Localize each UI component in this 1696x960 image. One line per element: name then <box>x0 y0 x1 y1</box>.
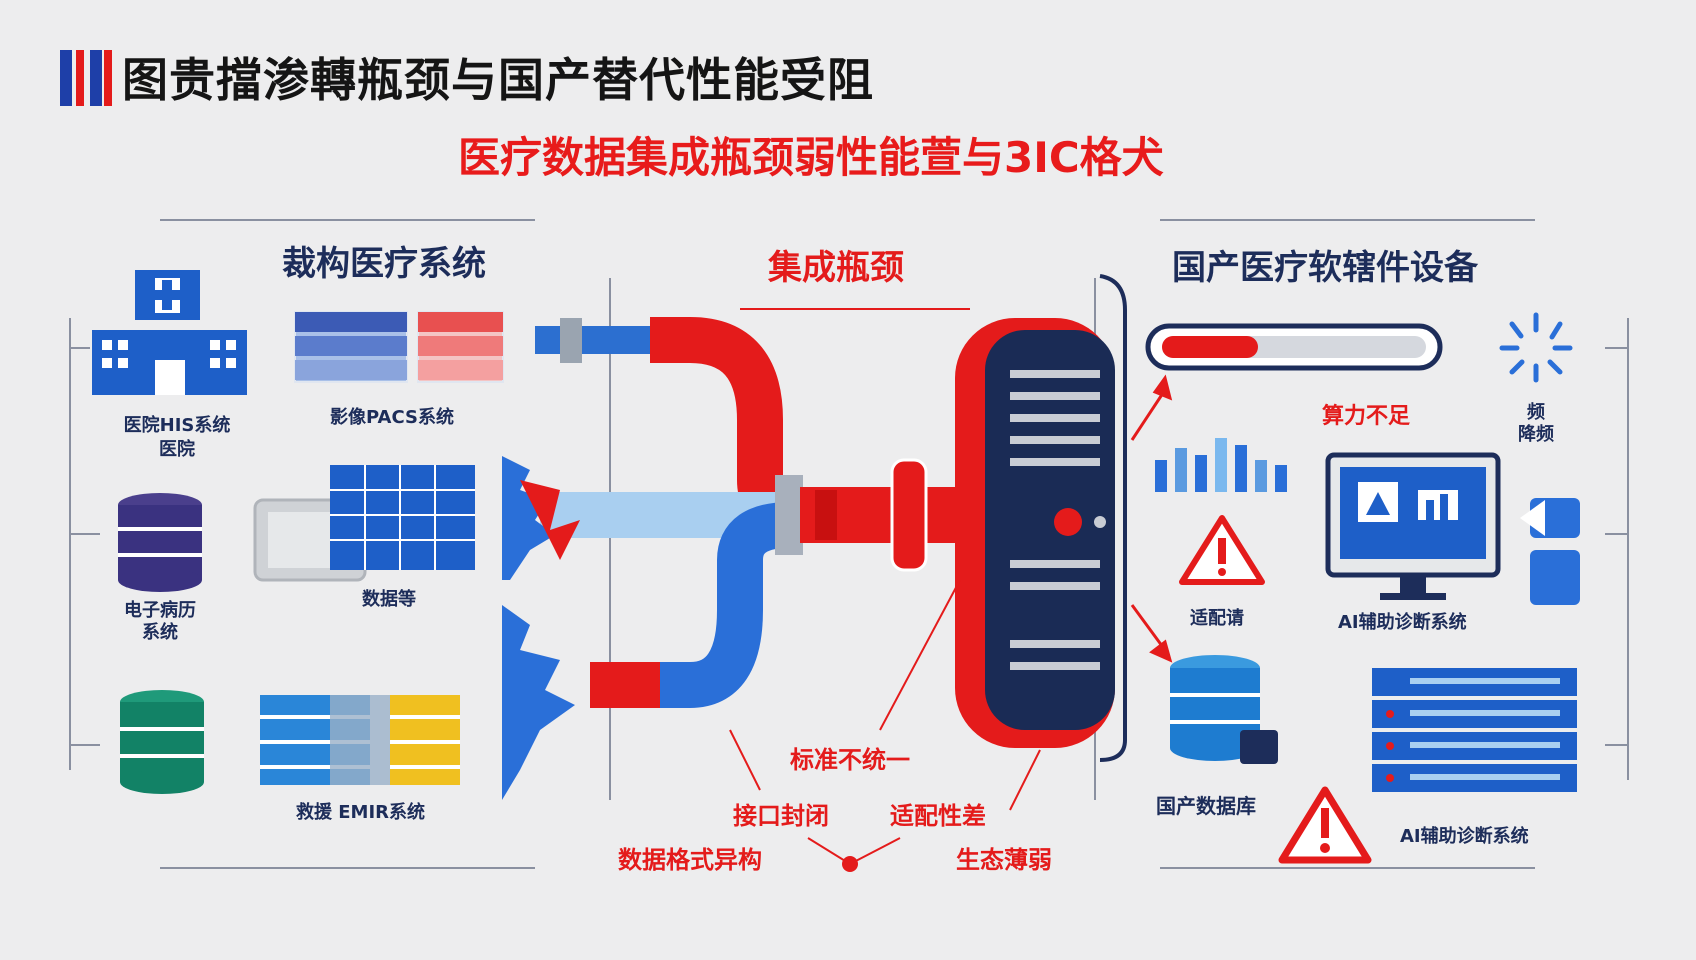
label-compute: 算力不足 <box>1322 404 1411 429</box>
rack-server-icon <box>1372 668 1577 792</box>
label-emr: 电子病历 系统 <box>124 600 196 643</box>
pacs-db-blue-icon <box>294 311 408 383</box>
emir-db-row-icon <box>260 695 460 785</box>
device-blue-icons <box>1520 498 1580 605</box>
loading-spinner-icon <box>1499 312 1573 383</box>
label-ai-system-1: AI辅助诊断系统 <box>1338 612 1467 633</box>
label-standard: 标准不统一 <box>790 746 910 774</box>
emr-database-icon <box>118 493 202 592</box>
emir-database-icon <box>120 690 204 794</box>
label-adapt: 适配性差 <box>890 802 986 830</box>
left-frame <box>69 219 535 869</box>
output-arrows <box>1130 374 1173 663</box>
label-freq: 频 降频 <box>1518 402 1554 445</box>
alert-warning-icon <box>1278 786 1372 864</box>
section-middle-title: 集成瓶颈 <box>768 248 904 288</box>
label-domestic-db: 国产数据库 <box>1156 794 1256 818</box>
section-left-title: 裁构医疗系统 <box>282 244 486 284</box>
label-pacs: 影像PACS系统 <box>330 407 454 428</box>
pacs-db-red-icon <box>417 311 504 383</box>
pipe-network <box>535 317 1000 708</box>
section-right-title: 国产医疗软辖件设备 <box>1172 248 1478 288</box>
hospital-icon <box>92 270 247 395</box>
bottleneck-node-dot <box>842 856 858 872</box>
page-subtitle: 医疗数据集成瓶颈弱性能萱与3IC格犬 <box>458 133 1164 182</box>
page-title: 图贵擋渗轉瓶颈与国产替代性能受阻 <box>122 53 874 107</box>
logo-icon <box>60 50 112 106</box>
label-data: 数据等 <box>362 589 416 610</box>
server-icon <box>955 318 1115 748</box>
label-his: 医院HIS系统 医院 <box>123 415 231 460</box>
mini-bar-chart-icon <box>1155 438 1287 492</box>
label-format: 数据格式异构 <box>618 846 762 874</box>
compute-progress-bar <box>1145 323 1443 371</box>
label-emir: 救援 EMIR系统 <box>296 802 426 823</box>
label-interface: 接口封闭 <box>733 802 829 830</box>
data-grid-icon <box>330 465 475 570</box>
monitor-icon <box>1325 452 1501 600</box>
pipe-break-left-icon <box>502 456 580 800</box>
label-ai-system-2: AI辅助诊断系统 <box>1400 826 1529 847</box>
label-adapter: 适配请 <box>1190 608 1244 629</box>
domestic-database-icon <box>1170 655 1278 764</box>
label-eco: 生态薄弱 <box>956 846 1052 874</box>
right-frame <box>1099 219 1629 869</box>
warning-icon <box>1179 515 1265 585</box>
